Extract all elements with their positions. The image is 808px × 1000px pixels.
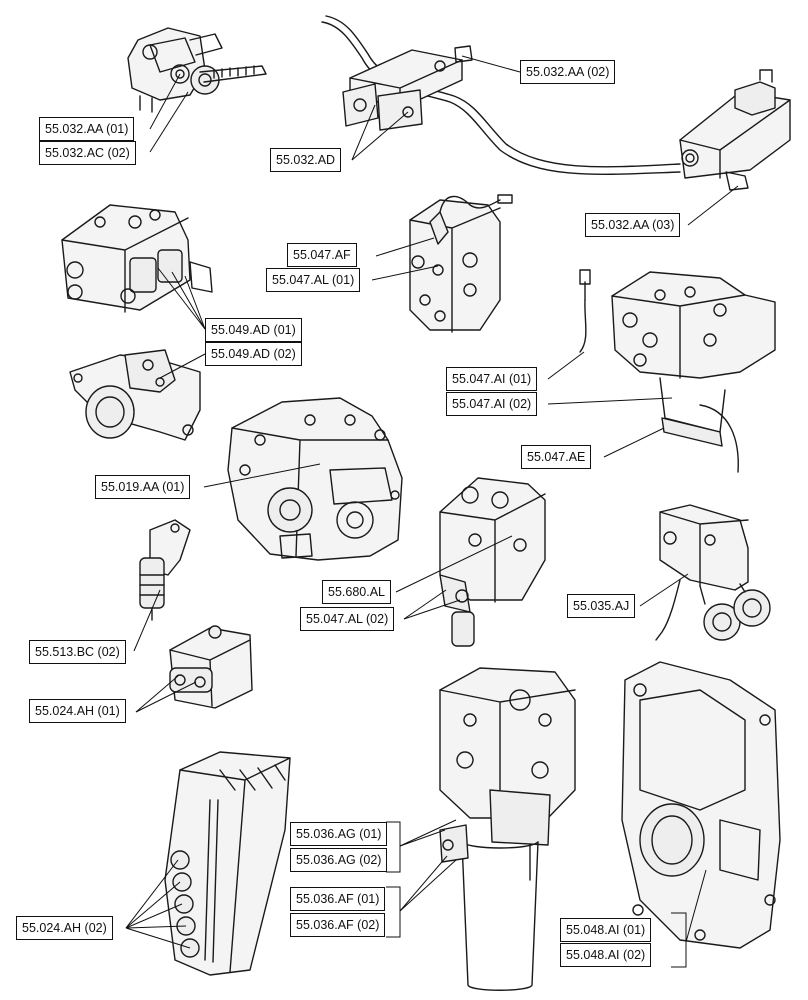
callout-label[interactable]: 55.032.AA (02) — [520, 60, 616, 84]
callout-label[interactable]: 55.036.AG (01) — [290, 822, 388, 846]
leader-lines — [125, 55, 739, 968]
callout-label[interactable]: 55.680.AL — [322, 580, 391, 604]
speed-sensor-part — [139, 519, 191, 621]
callout-label[interactable]: 55.047.AL (01) — [266, 268, 361, 292]
callout-label[interactable]: 55.036.AF (01) — [290, 887, 386, 911]
transmission-cover-part — [621, 661, 781, 949]
callout-label[interactable]: 55.047.AF — [287, 243, 357, 267]
filter-housing-part — [439, 667, 576, 991]
solenoid-valve-part — [439, 477, 546, 647]
callout-label[interactable]: 55.032.AC (02) — [39, 141, 136, 165]
callout-label[interactable]: 55.024.AH (01) — [29, 699, 126, 723]
callout-label[interactable]: 55.049.AD (01) — [205, 318, 302, 342]
callout-label[interactable]: 55.048.AI (01) — [560, 918, 652, 942]
callout-label[interactable]: 55.047.AI (01) — [446, 367, 538, 391]
callout-label[interactable]: 55.024.AH (02) — [16, 916, 113, 940]
valve-with-sensor-part — [127, 27, 267, 113]
callout-label[interactable]: 55.035.AJ — [567, 594, 636, 618]
callout-label[interactable]: 55.032.AD — [270, 148, 342, 172]
manifold-solenoids-part — [164, 751, 291, 976]
callout-label[interactable]: 55.049.AD (02) — [205, 342, 302, 366]
callout-label[interactable]: 55.047.AL (02) — [300, 607, 395, 631]
callout-label[interactable]: 55.036.AF (02) — [290, 913, 386, 937]
callout-label[interactable]: 55.019.AA (01) — [95, 475, 191, 499]
main-valve-bank-part — [579, 269, 776, 473]
control-valve-block-part — [61, 204, 213, 313]
pipe-assembly-part — [321, 15, 791, 191]
hydraulic-pump-part — [227, 397, 403, 561]
callout-label[interactable]: 55.047.AE — [521, 445, 592, 469]
solenoid-valve-stack-part — [409, 194, 513, 333]
callout-label[interactable]: 55.513.BC (02) — [29, 640, 126, 664]
bracket-valve-part — [69, 349, 201, 441]
callout-label[interactable]: 55.036.AG (02) — [290, 848, 388, 872]
callout-label[interactable]: 55.032.AA (01) — [39, 117, 135, 141]
callout-label[interactable]: 55.047.AI (02) — [446, 392, 538, 416]
small-valve-part — [169, 625, 253, 709]
callout-label[interactable]: 55.048.AI (02) — [560, 943, 652, 967]
quick-coupler-block-part — [655, 504, 771, 641]
callout-label[interactable]: 55.032.AA (03) — [585, 213, 681, 237]
